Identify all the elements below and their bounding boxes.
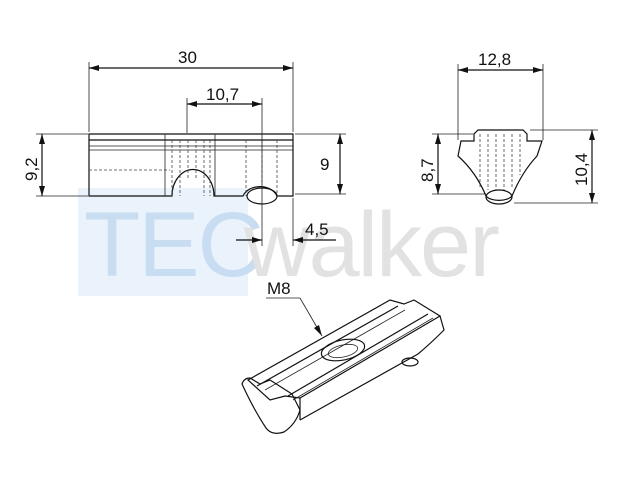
thread-callout: M8 xyxy=(266,279,323,337)
end-view-outline xyxy=(457,129,543,201)
isometric-view xyxy=(241,299,445,434)
dim-width: 12,8 xyxy=(478,50,511,69)
dim-profile-height-a: 8,7 xyxy=(418,158,437,182)
thread-label: M8 xyxy=(267,279,291,298)
thread-hatch xyxy=(164,134,216,196)
side-view-dimensions: 30 10,7 9,2 9 4,5 xyxy=(22,48,346,246)
watermark-walker: walker xyxy=(243,194,499,296)
end-view-thread-hatch xyxy=(479,134,521,190)
watermark-tec: TEC xyxy=(84,194,262,296)
dim-hole-offset: 4,5 xyxy=(305,220,329,239)
dim-profile-height-b: 10,4 xyxy=(572,153,591,186)
dim-height-right: 9 xyxy=(320,155,329,174)
end-view-ball xyxy=(485,189,513,205)
end-view-dimensions: 12,8 8,7 10,4 xyxy=(418,50,598,204)
end-view xyxy=(457,129,543,205)
watermark: TEC walker xyxy=(78,188,501,296)
iso-end-profile xyxy=(241,377,301,434)
dim-height-left: 9,2 xyxy=(22,157,41,181)
dim-length: 30 xyxy=(178,48,197,67)
iso-threaded-hole xyxy=(320,338,366,362)
watermark-tec-background xyxy=(78,188,248,296)
dim-thread-offset: 10,7 xyxy=(206,85,239,104)
